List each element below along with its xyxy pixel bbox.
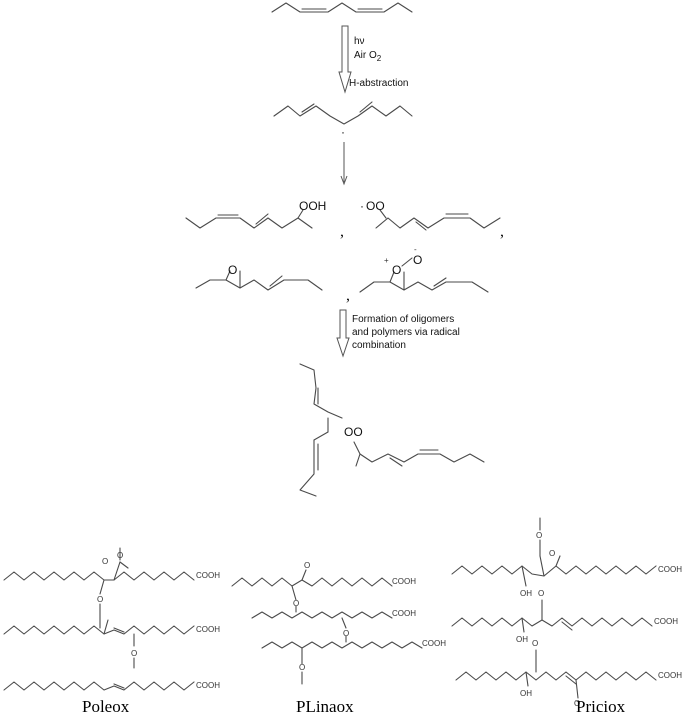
starting-diene	[271, 2, 413, 13]
plinaox-epoxide-o: O	[304, 561, 310, 570]
condition-air: Air O	[354, 50, 377, 61]
poleox-o-1: O	[117, 551, 123, 560]
poleox-cooh-2: COOH	[196, 625, 220, 634]
plinaox-cooh-1: COOH	[392, 577, 416, 586]
priciox-o-3: O	[532, 639, 538, 648]
priciox-o-2: O	[538, 589, 544, 598]
condition-subscript: 2	[377, 54, 382, 63]
svg-text:Air O2: Air O2	[354, 50, 382, 63]
priciox-o-1: O	[536, 531, 542, 540]
reaction-arrow-2	[340, 142, 348, 186]
plinaox-o-2: O	[343, 629, 349, 638]
epoxide-o: O	[228, 263, 237, 277]
radical-intermediate	[273, 101, 413, 125]
priciox-cooh-1: COOH	[658, 565, 682, 574]
hydroperoxide-label: OOH	[299, 199, 326, 213]
polymer-priciox	[451, 517, 657, 699]
epoxide-oxide-product	[359, 257, 489, 293]
polymer-poleox	[3, 547, 195, 691]
priciox-oh-3: OH	[520, 689, 532, 698]
oxide-minus: -	[414, 245, 417, 254]
priciox-o-4: O	[574, 699, 580, 708]
separator-comma-3: ,	[346, 287, 350, 304]
poleox-epoxide-o: O	[102, 557, 108, 566]
priciox-oh-2: OH	[516, 635, 528, 644]
oxide-o-ring: O	[392, 263, 401, 277]
hydroperoxide-product	[185, 209, 313, 229]
note-line-2: and polymers via radical	[352, 327, 460, 338]
caption-priciox: Priciox	[576, 697, 626, 716]
reaction-arrow-3	[336, 309, 350, 358]
poleox-cooh-3: COOH	[196, 681, 220, 690]
priciox-oh-1: OH	[520, 589, 532, 598]
peroxyl-dot: ·	[360, 199, 364, 213]
plinaox-cooh-2: COOH	[392, 609, 416, 618]
priciox-cooh-2: COOH	[654, 617, 678, 626]
note-line-3: combination	[352, 340, 406, 351]
poleox-cooh-1: COOH	[196, 571, 220, 580]
reaction-arrow-1	[338, 25, 352, 94]
dimer-oo-label: OO	[344, 425, 363, 439]
poleox-o-2: O	[97, 595, 103, 604]
epoxide-product	[195, 270, 323, 291]
oxide-plus: +	[384, 256, 389, 265]
plinaox-o-3: O	[299, 663, 305, 672]
oxide-o-charged: O	[413, 253, 422, 267]
priciox-cooh-3: COOH	[658, 671, 682, 680]
mechanism-label: H-abstraction	[349, 78, 408, 89]
peroxyl-product	[375, 209, 501, 231]
polymer-plinaox	[231, 569, 423, 685]
separator-comma-1: ,	[340, 223, 344, 240]
radical-dot: ·	[341, 125, 345, 139]
caption-poleox: Poleox	[82, 697, 130, 716]
condition-light: hν	[354, 36, 365, 47]
plinaox-cooh-3: COOH	[422, 639, 446, 648]
peroxyl-label: OO	[366, 199, 385, 213]
plinaox-o-1: O	[293, 599, 299, 608]
peroxide-dimer	[299, 363, 485, 497]
separator-comma-2: ,	[500, 223, 504, 240]
priciox-epoxide-o: O	[549, 549, 555, 558]
poleox-o-3: O	[131, 649, 137, 658]
note-line-1: Formation of oligomers	[352, 314, 454, 325]
caption-plinaox: PLinaox	[296, 697, 354, 716]
